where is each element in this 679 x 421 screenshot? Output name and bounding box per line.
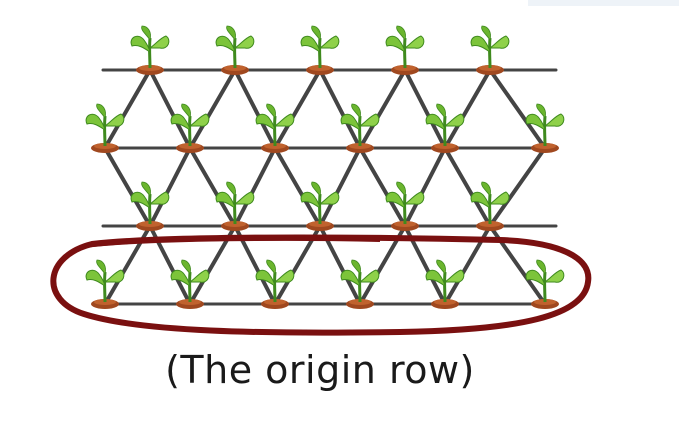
grid-diagonal-line [233,68,277,150]
grid-diagonal-line [358,68,407,150]
seedling-icon [129,24,171,77]
plants [84,24,566,311]
grid-diagonal-line [358,146,407,228]
seedling-icon [299,24,341,77]
grid-diagonal-line [403,146,447,228]
grid-diagonal-line [403,68,447,150]
seedling-icon [384,24,426,77]
grid-diagonal-line [318,68,362,150]
grid-diagonal-line [103,146,152,228]
grid-diagonal-line [488,146,547,228]
grid-diagonal-line [148,146,192,228]
grid-lines [101,68,558,306]
grid-diagonal-line [273,146,322,228]
caption: (The origin row) [165,348,475,392]
grid-diagonal-line [103,68,152,150]
grid-diagonal-line [148,68,192,150]
grid-diagonal-line [188,146,237,228]
grid-diagonal-line [443,68,492,150]
grid-diagonal-line [488,68,547,150]
grid-diagonal-line [273,68,322,150]
grid-diagonal-line [318,146,362,228]
seedling-icon [214,24,256,77]
seedling-icon [469,24,511,77]
grid-diagonal-line [233,146,277,228]
grid-diagonal-line [443,146,492,228]
highlight-ring-overlap [83,236,381,248]
corner-shade [528,0,679,6]
grid-diagonal-line [188,68,237,150]
